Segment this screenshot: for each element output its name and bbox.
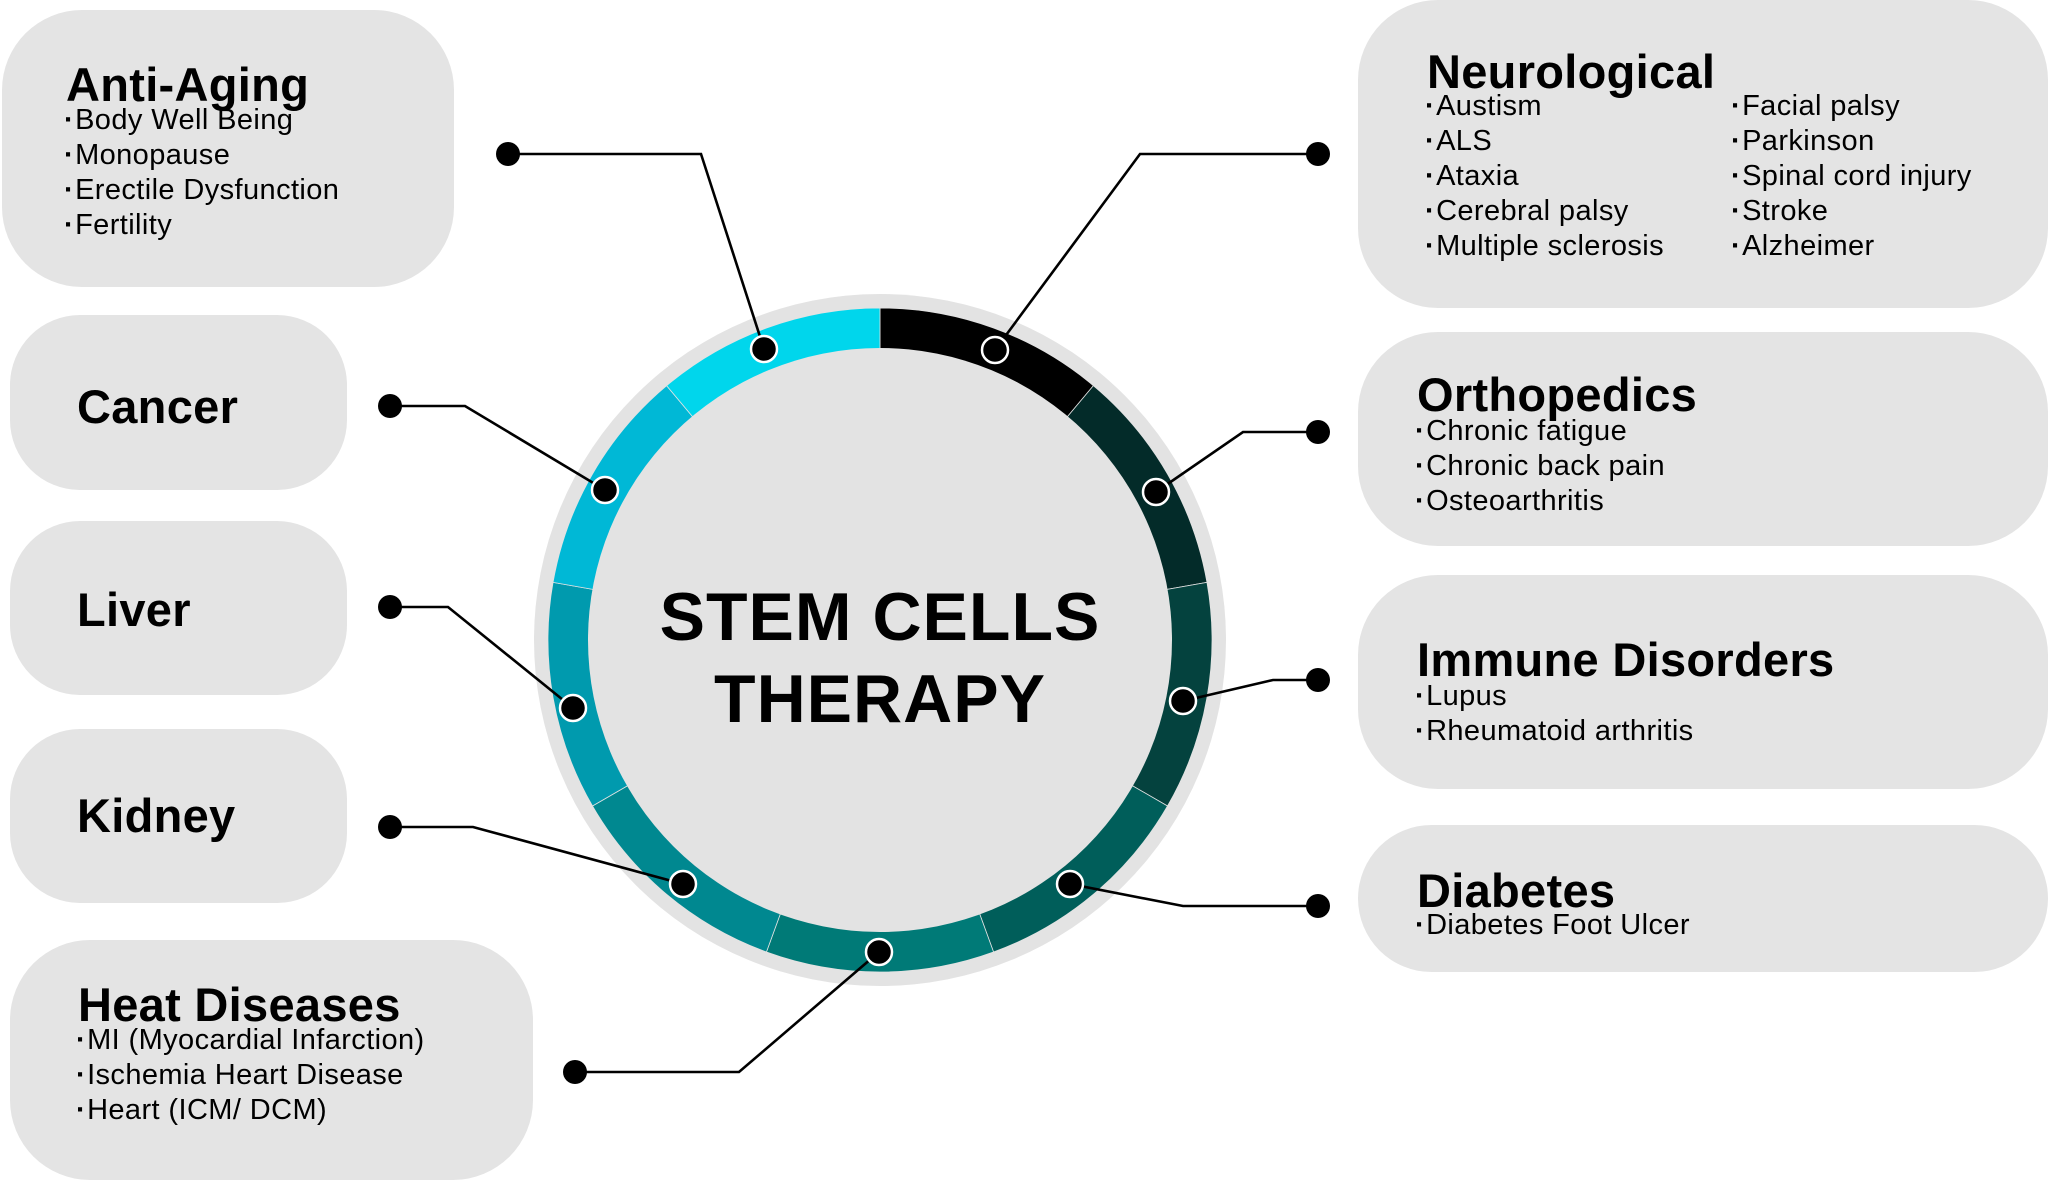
heat-diseases-title: Heat Diseases <box>78 978 401 1031</box>
connector-neurological <box>993 152 1318 351</box>
cancer-title: Cancer <box>77 380 239 433</box>
connector-liver <box>390 605 574 710</box>
ring-dot-orthopedics <box>1141 477 1171 507</box>
list-item: Chronic fatigue <box>1415 414 1665 449</box>
dot-kidney-end <box>378 815 402 839</box>
connectors <box>390 152 1318 1074</box>
diabetes-title: Diabetes <box>1417 864 1616 917</box>
dot-diabetes-end <box>1306 894 1330 918</box>
ring-dot-cancer <box>590 475 620 505</box>
list-item: Stroke <box>1731 194 1972 229</box>
connector-orthopedics <box>1155 430 1318 494</box>
list-item: Body Well Being <box>64 103 339 138</box>
kidney-title: Kidney <box>77 789 236 842</box>
connector-diabetes <box>1069 882 1318 908</box>
anti-aging-list: Body Well Being Monopause Erectile Dysfu… <box>64 103 339 243</box>
connector-anti-aging <box>508 152 766 350</box>
list-item: Fertility <box>64 208 339 243</box>
neurological-list-col2: Facial palsy Parkinson Spinal cord injur… <box>1731 89 1972 264</box>
list-item: Ischemia Heart Disease <box>76 1058 425 1093</box>
dot-anti-aging-end <box>496 142 520 166</box>
ring-dot-diabetes <box>1055 869 1085 899</box>
list-item: Multiple sclerosis <box>1425 229 1664 264</box>
kidney-box <box>10 729 347 903</box>
dot-cancer-end <box>378 394 402 418</box>
dot-orthopedics-end <box>1306 420 1330 444</box>
list-item: ALS <box>1425 124 1664 159</box>
diabetes-list: Diabetes Foot Ulcer <box>1415 908 1690 943</box>
ring-dot-liver <box>558 693 588 723</box>
list-item: Lupus <box>1415 679 1694 714</box>
list-item: Spinal cord injury <box>1731 159 1972 194</box>
list-item: Parkinson <box>1731 124 1972 159</box>
center-title-line2: THERAPY <box>714 661 1046 737</box>
list-item: Erectile Dysfunction <box>64 173 339 208</box>
ring-segments <box>547 307 1213 973</box>
list-item: Rheumatoid arthritis <box>1415 714 1694 749</box>
immune-disorders-title: Immune Disorders <box>1417 633 1835 686</box>
dot-liver-end <box>378 595 402 619</box>
orthopedics-title: Orthopedics <box>1417 368 1698 421</box>
connector-kidney <box>390 825 684 886</box>
ring-dot-heat-diseases <box>864 937 894 967</box>
dot-immune-disorders-end <box>1306 668 1330 692</box>
ring-dots <box>558 334 1198 967</box>
list-item: MI (Myocardial Infarction) <box>76 1023 425 1058</box>
immune-disorders-list: Lupus Rheumatoid arthritis <box>1415 679 1694 749</box>
ring-dot-anti-aging <box>749 334 779 364</box>
dot-neurological-end <box>1306 142 1330 166</box>
list-item: Austism <box>1425 89 1664 124</box>
list-item: Ataxia <box>1425 159 1664 194</box>
list-item: Facial palsy <box>1731 89 1972 124</box>
center-disc <box>588 348 1172 932</box>
connector-cancer <box>390 404 606 492</box>
dot-heat-diseases-end <box>563 1060 587 1084</box>
list-item: Cerebral palsy <box>1425 194 1664 229</box>
center-title: STEM CELLS THERAPY <box>640 576 1120 740</box>
liver-box <box>10 521 347 695</box>
neurological-list-col1: Austism ALS Ataxia Cerebral palsy Multip… <box>1425 89 1664 264</box>
list-item: Heart (ICM/ DCM) <box>76 1093 425 1128</box>
liver-title: Liver <box>77 583 191 636</box>
connector-heat-diseases <box>575 951 880 1074</box>
ring-dot-neurological <box>980 335 1010 365</box>
orthopedics-list: Chronic fatigue Chronic back pain Osteoa… <box>1415 414 1665 519</box>
diabetes-box <box>1358 825 2048 972</box>
endpoint-dots <box>378 142 1330 1084</box>
cancer-box <box>10 315 347 490</box>
connector-immune-disorders <box>1182 678 1318 703</box>
heat-diseases-list: MI (Myocardial Infarction) Ischemia Hear… <box>76 1023 425 1128</box>
list-item: Diabetes Foot Ulcer <box>1415 908 1690 943</box>
ring-dot-kidney <box>668 869 698 899</box>
list-item: Monopause <box>64 138 339 173</box>
ring-dot-immune-disorders <box>1168 686 1198 716</box>
list-item: Alzheimer <box>1731 229 1972 264</box>
list-item: Osteoarthritis <box>1415 484 1665 519</box>
neurological-title: Neurological <box>1427 45 1716 98</box>
list-item: Chronic back pain <box>1415 449 1665 484</box>
center-title-line1: STEM CELLS <box>659 579 1101 655</box>
anti-aging-title: Anti-Aging <box>66 58 310 111</box>
